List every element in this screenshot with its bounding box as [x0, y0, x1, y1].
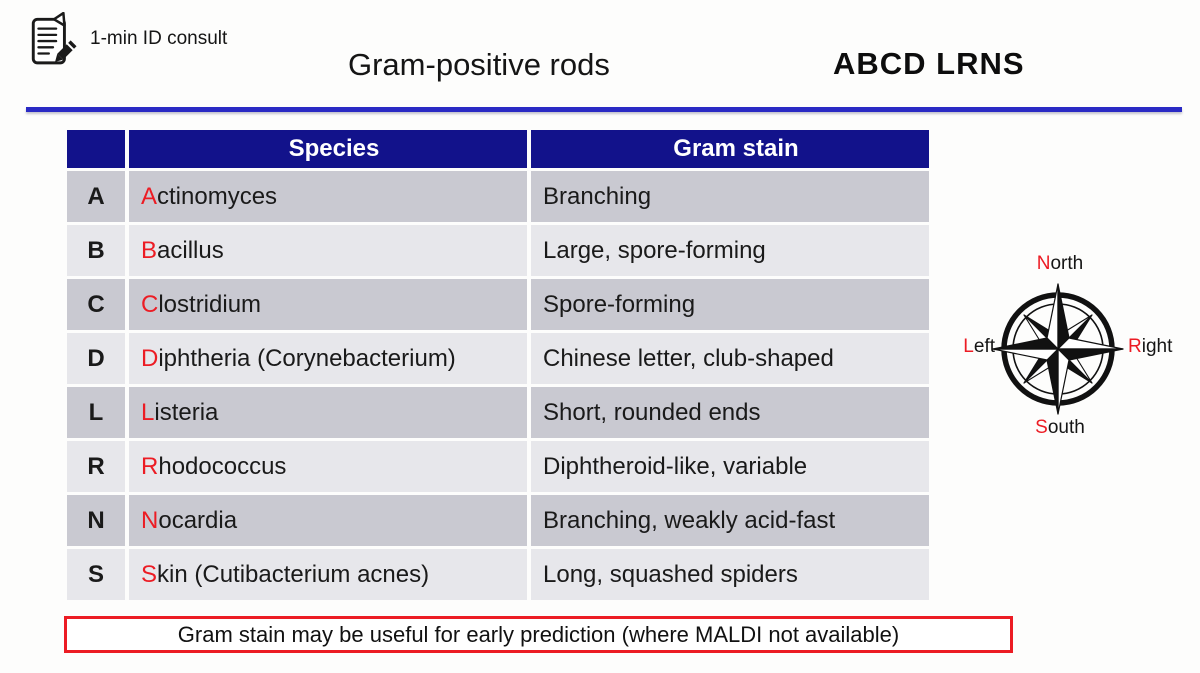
left-initial: L — [963, 336, 974, 357]
left-rest: eft — [973, 336, 995, 357]
row-gram-stain: Branching — [531, 171, 929, 222]
row-species: Rhodococcus — [129, 441, 527, 492]
table-row: C Clostridium Spore-forming — [67, 279, 929, 330]
footer-note: Gram stain may be useful for early predi… — [64, 616, 1013, 653]
row-letter: R — [67, 441, 125, 492]
table-row: A Actinomyces Branching — [67, 171, 929, 222]
row-letter: S — [67, 549, 125, 600]
row-letter: D — [67, 333, 125, 384]
compass-label-south: South — [935, 417, 1185, 439]
compass-label-right: Right — [1128, 336, 1172, 358]
species-rest: iphtheria (Corynebacterium) — [158, 344, 456, 372]
compass-figure: North Left Right South — [935, 253, 1185, 453]
north-initial: N — [1036, 253, 1051, 274]
species-rest: ctinomyces — [157, 182, 278, 210]
south-rest: outh — [1047, 417, 1085, 438]
row-letter: A — [67, 171, 125, 222]
col-header-species: Species — [129, 130, 527, 168]
right-rest: ight — [1141, 336, 1173, 357]
row-letter: B — [67, 225, 125, 276]
north-rest: orth — [1050, 253, 1084, 274]
row-gram-stain: Spore-forming — [531, 279, 929, 330]
consult-badge: 1-min ID consult — [28, 12, 227, 66]
species-rest: lostridium — [158, 290, 262, 318]
row-letter: C — [67, 279, 125, 330]
row-gram-stain: Long, squashed spiders — [531, 549, 929, 600]
row-letter: N — [67, 495, 125, 546]
row-species: Diphtheria (Corynebacterium) — [129, 333, 527, 384]
species-initial: B — [141, 236, 158, 264]
header-divider — [26, 107, 1182, 112]
species-initial: D — [141, 344, 159, 372]
south-initial: S — [1035, 417, 1048, 438]
row-gram-stain: Diphtheroid-like, variable — [531, 441, 929, 492]
row-species: Actinomyces — [129, 171, 527, 222]
row-species: Listeria — [129, 387, 527, 438]
row-species: Bacillus — [129, 225, 527, 276]
col-header-letter — [67, 130, 125, 168]
row-species: Clostridium — [129, 279, 527, 330]
col-header-gram-stain: Gram stain — [531, 130, 929, 168]
table-row: R Rhodococcus Diphtheroid-like, variable — [67, 441, 929, 492]
species-rest: kin (Cutibacterium acnes) — [157, 560, 430, 588]
compass-label-left: Left — [943, 336, 995, 358]
row-gram-stain: Large, spore-forming — [531, 225, 929, 276]
species-initial: R — [141, 452, 159, 480]
right-initial: R — [1128, 336, 1142, 357]
table-row: D Diphtheria (Corynebacterium) Chinese l… — [67, 333, 929, 384]
species-rest: hodococcus — [158, 452, 287, 480]
table-row: N Nocardia Branching, weakly acid-fast — [67, 495, 929, 546]
species-initial: N — [141, 506, 159, 534]
consult-label: 1-min ID consult — [90, 28, 228, 49]
table-row: S Skin (Cutibacterium acnes) Long, squas… — [67, 549, 929, 600]
species-initial: L — [141, 398, 155, 426]
species-rest: acillus — [157, 236, 224, 264]
page-title: Gram-positive rods — [348, 47, 610, 82]
species-rest: ocardia — [158, 506, 238, 534]
row-species: Nocardia — [129, 495, 527, 546]
row-letter: L — [67, 387, 125, 438]
table-header-row: Species Gram stain — [67, 130, 929, 168]
row-gram-stain: Branching, weakly acid-fast — [531, 495, 929, 546]
species-initial: A — [141, 182, 158, 210]
row-gram-stain: Short, rounded ends — [531, 387, 929, 438]
row-species: Skin (Cutibacterium acnes) — [129, 549, 527, 600]
row-gram-stain: Chinese letter, club-shaped — [531, 333, 929, 384]
table-row: B Bacillus Large, spore-forming — [67, 225, 929, 276]
compass-label-north: North — [935, 253, 1185, 275]
species-initial: S — [141, 560, 158, 588]
table-row: L Listeria Short, rounded ends — [67, 387, 929, 438]
mnemonic-title: ABCD LRNS — [833, 46, 1025, 81]
species-initial: C — [141, 290, 159, 318]
species-rest: isteria — [154, 398, 219, 426]
species-table: Species Gram stain A Actinomyces Branchi… — [63, 127, 933, 603]
memo-pencil-icon — [28, 12, 78, 66]
compass-rose-icon — [992, 283, 1124, 415]
